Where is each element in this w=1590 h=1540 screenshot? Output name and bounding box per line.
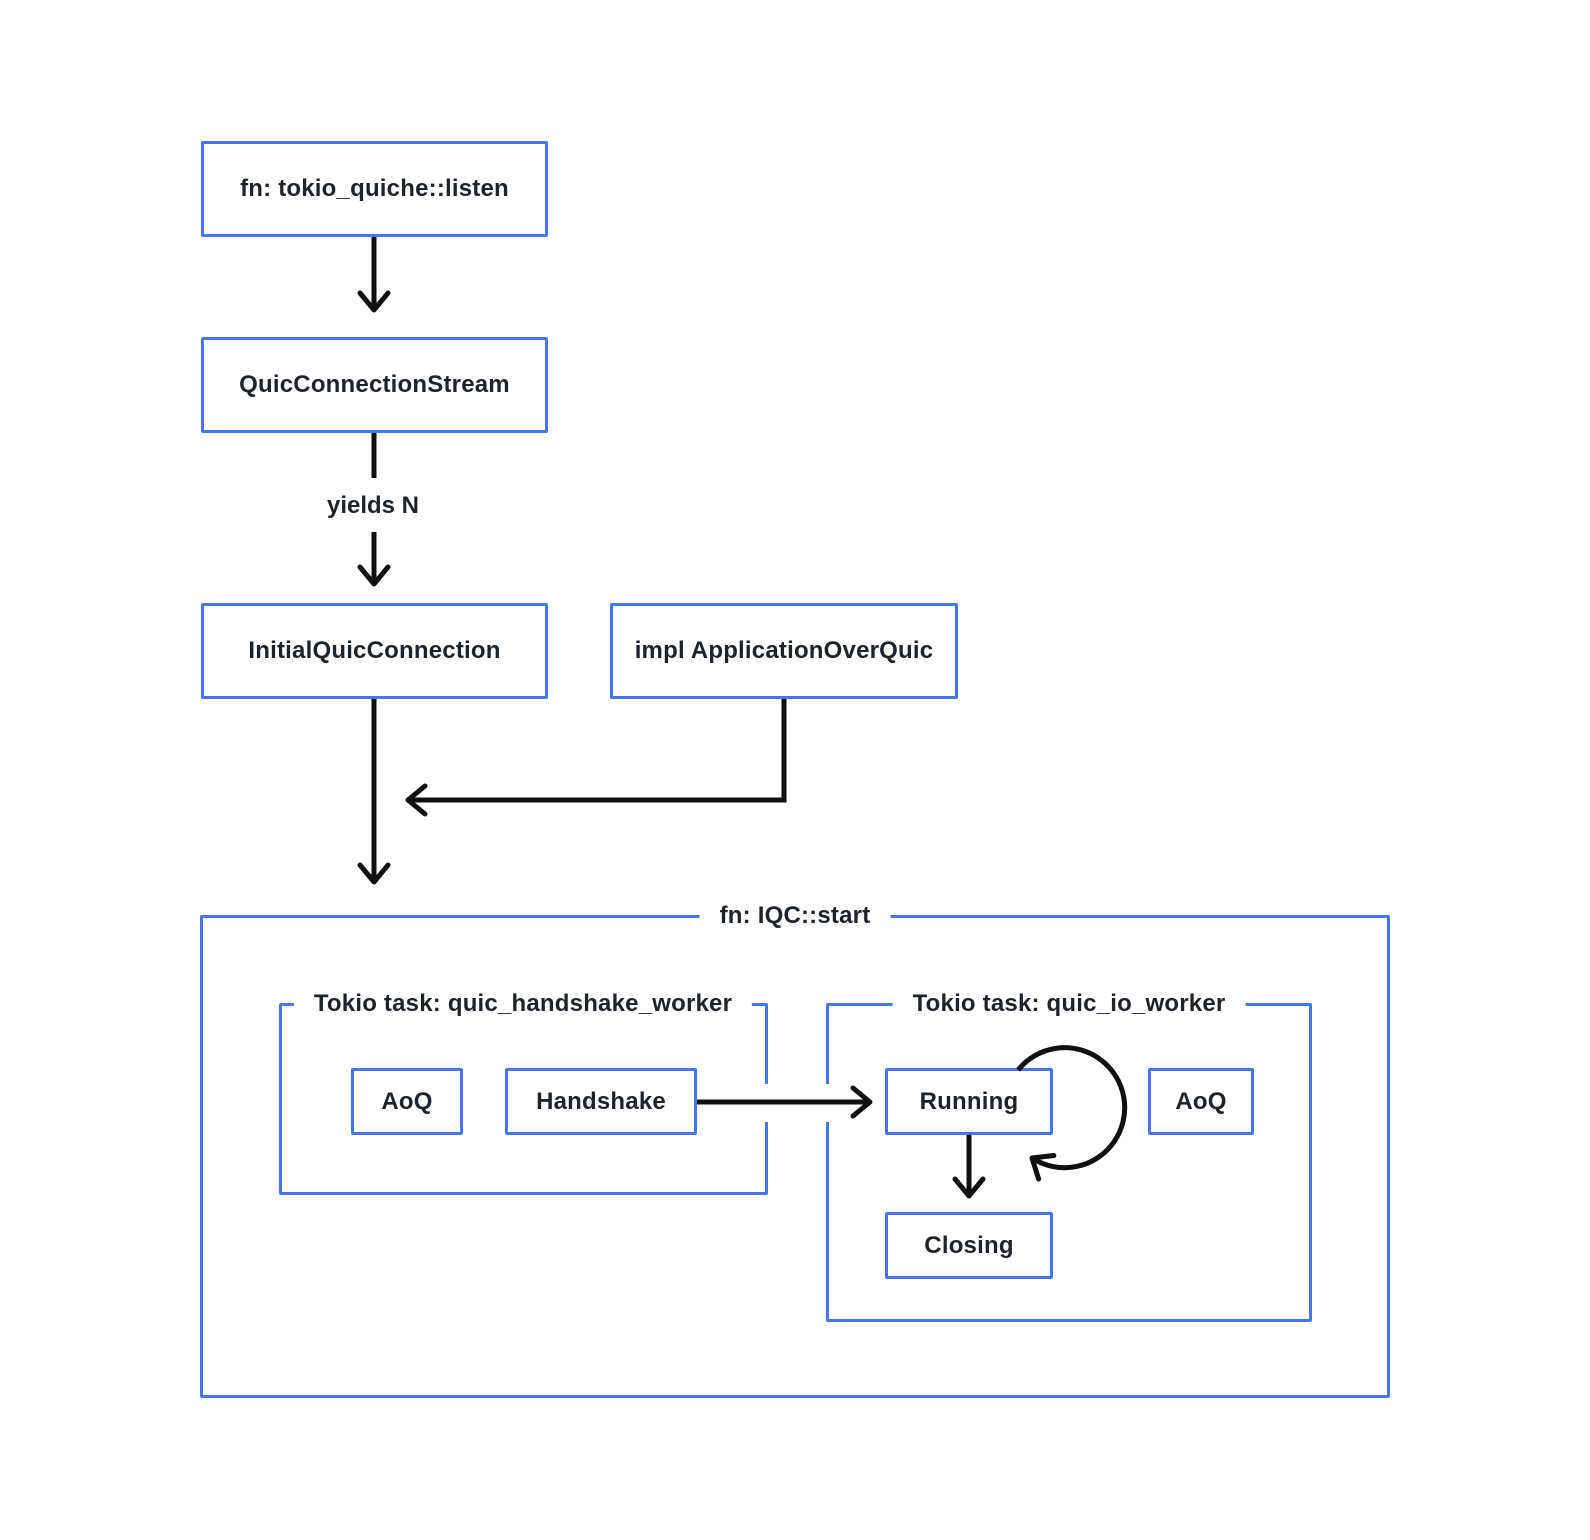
node-label: AoQ: [381, 1087, 433, 1115]
container-title-quic-io-worker: Tokio task: quic_io_worker: [892, 990, 1246, 1018]
node-aoq-handshake-worker: AoQ: [351, 1068, 463, 1135]
node-label: fn: tokio_quiche::listen: [240, 175, 509, 202]
node-running: Running: [885, 1068, 1053, 1135]
node-label: InitialQuicConnection: [248, 637, 501, 664]
node-tokio-quiche-listen: fn: tokio_quiche::listen: [201, 141, 548, 237]
node-initial-quic-connection: InitialQuicConnection: [201, 603, 548, 699]
node-aoq-io-worker: AoQ: [1148, 1068, 1254, 1135]
node-label: Closing: [924, 1231, 1014, 1259]
node-label: AoQ: [1175, 1087, 1227, 1115]
node-quic-connection-stream: QuicConnectionStream: [201, 337, 548, 433]
node-handshake: Handshake: [505, 1068, 697, 1135]
arrow-impl-aoq-merge: [405, 699, 787, 817]
node-impl-application-over-quic: impl ApplicationOverQuic: [610, 603, 958, 699]
border-gap-io-worker: [820, 1084, 836, 1122]
node-label: Running: [919, 1087, 1019, 1115]
container-title-quic-handshake-worker: Tokio task: quic_handshake_worker: [293, 990, 753, 1018]
node-label: impl ApplicationOverQuic: [634, 637, 934, 664]
border-gap-handshake-worker: [758, 1084, 774, 1122]
node-closing: Closing: [885, 1212, 1053, 1279]
node-label: QuicConnectionStream: [239, 371, 510, 398]
node-label: Handshake: [536, 1087, 666, 1115]
edge-label-yields-n: yields N: [316, 490, 430, 522]
container-title-iqc-start: fn: IQC::start: [699, 902, 891, 930]
